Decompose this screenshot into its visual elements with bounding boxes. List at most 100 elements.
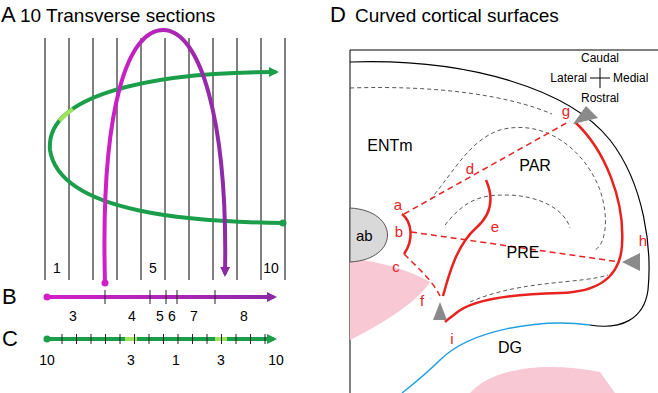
- axis-tick: [265, 334, 266, 344]
- point-letter: f: [420, 293, 424, 308]
- point-letter: i: [450, 331, 453, 346]
- axis-tick: [177, 290, 178, 304]
- compass: [590, 68, 610, 88]
- axis-tick: [149, 334, 150, 344]
- point-letter: h: [639, 233, 647, 248]
- axis-tick: [91, 334, 92, 344]
- axis-tick: [76, 334, 77, 344]
- direction-label: Caudal: [581, 52, 619, 64]
- surface-line: [402, 214, 411, 254]
- layer-boundary: [445, 195, 570, 228]
- region-fill: [350, 208, 388, 262]
- direction-label: Medial: [613, 72, 648, 84]
- panel-frame: [350, 50, 658, 393]
- surface-line: [443, 180, 491, 296]
- section-line: [261, 38, 262, 280]
- axis-tick-number: 6: [168, 309, 176, 323]
- axis-tick: [215, 290, 216, 304]
- axis-tick: [192, 334, 193, 344]
- start-dot: [44, 294, 51, 301]
- axis-tick: [166, 290, 167, 304]
- region-label: PRE: [507, 245, 540, 261]
- magenta-axis: [47, 295, 274, 299]
- axis-ticks: [62, 334, 265, 344]
- magenta-trajectory: [104, 30, 225, 283]
- axis-ticks: [105, 290, 215, 304]
- section-line: [117, 38, 118, 280]
- panel-letter: A: [1, 4, 16, 26]
- pointer-arrow: [573, 106, 598, 124]
- direction-label: Lateral: [550, 72, 587, 84]
- region-shape: ab: [350, 208, 390, 262]
- section-line: [93, 38, 94, 280]
- axis-tick: [207, 334, 208, 344]
- green-trajectory: [50, 72, 283, 223]
- surface-lines: [402, 122, 622, 322]
- section-number: 10: [263, 261, 279, 275]
- axis-tick-number: 7: [190, 309, 198, 323]
- axis-tick: [150, 290, 151, 304]
- pink-region: [470, 367, 615, 393]
- axis-tick-number: 5: [156, 309, 164, 323]
- panel-letter: B: [2, 286, 17, 308]
- point-letter: a: [394, 197, 402, 212]
- section-line: [45, 38, 46, 280]
- section-line: [69, 38, 70, 280]
- point-letter: g: [562, 103, 570, 118]
- surface-cut: [404, 254, 440, 296]
- axis-tick-number: 4: [128, 309, 136, 323]
- axis-tick: [163, 334, 164, 344]
- axis-tick: [120, 334, 121, 344]
- axis-tick-number: 8: [240, 309, 248, 323]
- cortex-outline: [350, 62, 649, 327]
- text-holder: ab: [356, 228, 373, 243]
- axis-tick: [250, 334, 251, 344]
- layer-boundary: [430, 127, 605, 250]
- start-dot: [102, 280, 109, 287]
- axis-tick-number: 10: [39, 353, 55, 367]
- axis-tick: [221, 334, 222, 344]
- axis-tick: [105, 334, 106, 344]
- green-axis: [47, 337, 274, 341]
- point-letter: b: [395, 224, 403, 239]
- start-dot: [44, 336, 51, 343]
- axis-tick-number: 3: [217, 353, 225, 367]
- axis-tick-number: 3: [69, 309, 77, 323]
- axis-tick-number: 3: [127, 353, 135, 367]
- pointer-arrows: [433, 106, 640, 320]
- axis-tick: [134, 334, 135, 344]
- compass-line: [600, 68, 601, 88]
- dentate-outline: [402, 323, 590, 393]
- region-label: ENTm: [367, 138, 412, 154]
- axis-tick: [178, 334, 179, 344]
- section-line: [141, 38, 142, 280]
- green-highlight: [125, 337, 137, 341]
- region-label: PAR: [519, 158, 551, 174]
- point-letter: d: [466, 161, 474, 176]
- panel-letter: C: [2, 328, 18, 350]
- axis-tick: [236, 334, 237, 344]
- axis-tick: [105, 290, 106, 304]
- surface-cut: [404, 121, 570, 214]
- axis-tick: [62, 334, 63, 344]
- axis-tick-number: 1: [172, 353, 180, 367]
- green-highlight: [60, 109, 73, 121]
- point-letter: e: [491, 219, 499, 234]
- section-lines: [45, 38, 285, 280]
- panel-title: 10 Transverse sections: [20, 6, 215, 25]
- layer-boundaries: [350, 88, 608, 302]
- section-line: [165, 38, 166, 280]
- start-dot: [280, 220, 287, 227]
- section-number: 5: [149, 261, 157, 275]
- direction-label: Rostral: [581, 92, 619, 104]
- panel-letter: D: [330, 4, 346, 26]
- axis-tick-number: 10: [268, 353, 284, 367]
- surface-line: [445, 122, 622, 322]
- region-label: DG: [498, 340, 522, 356]
- pointer-arrow: [622, 253, 640, 271]
- surface-cut: [411, 232, 620, 262]
- pink-region: [350, 258, 430, 340]
